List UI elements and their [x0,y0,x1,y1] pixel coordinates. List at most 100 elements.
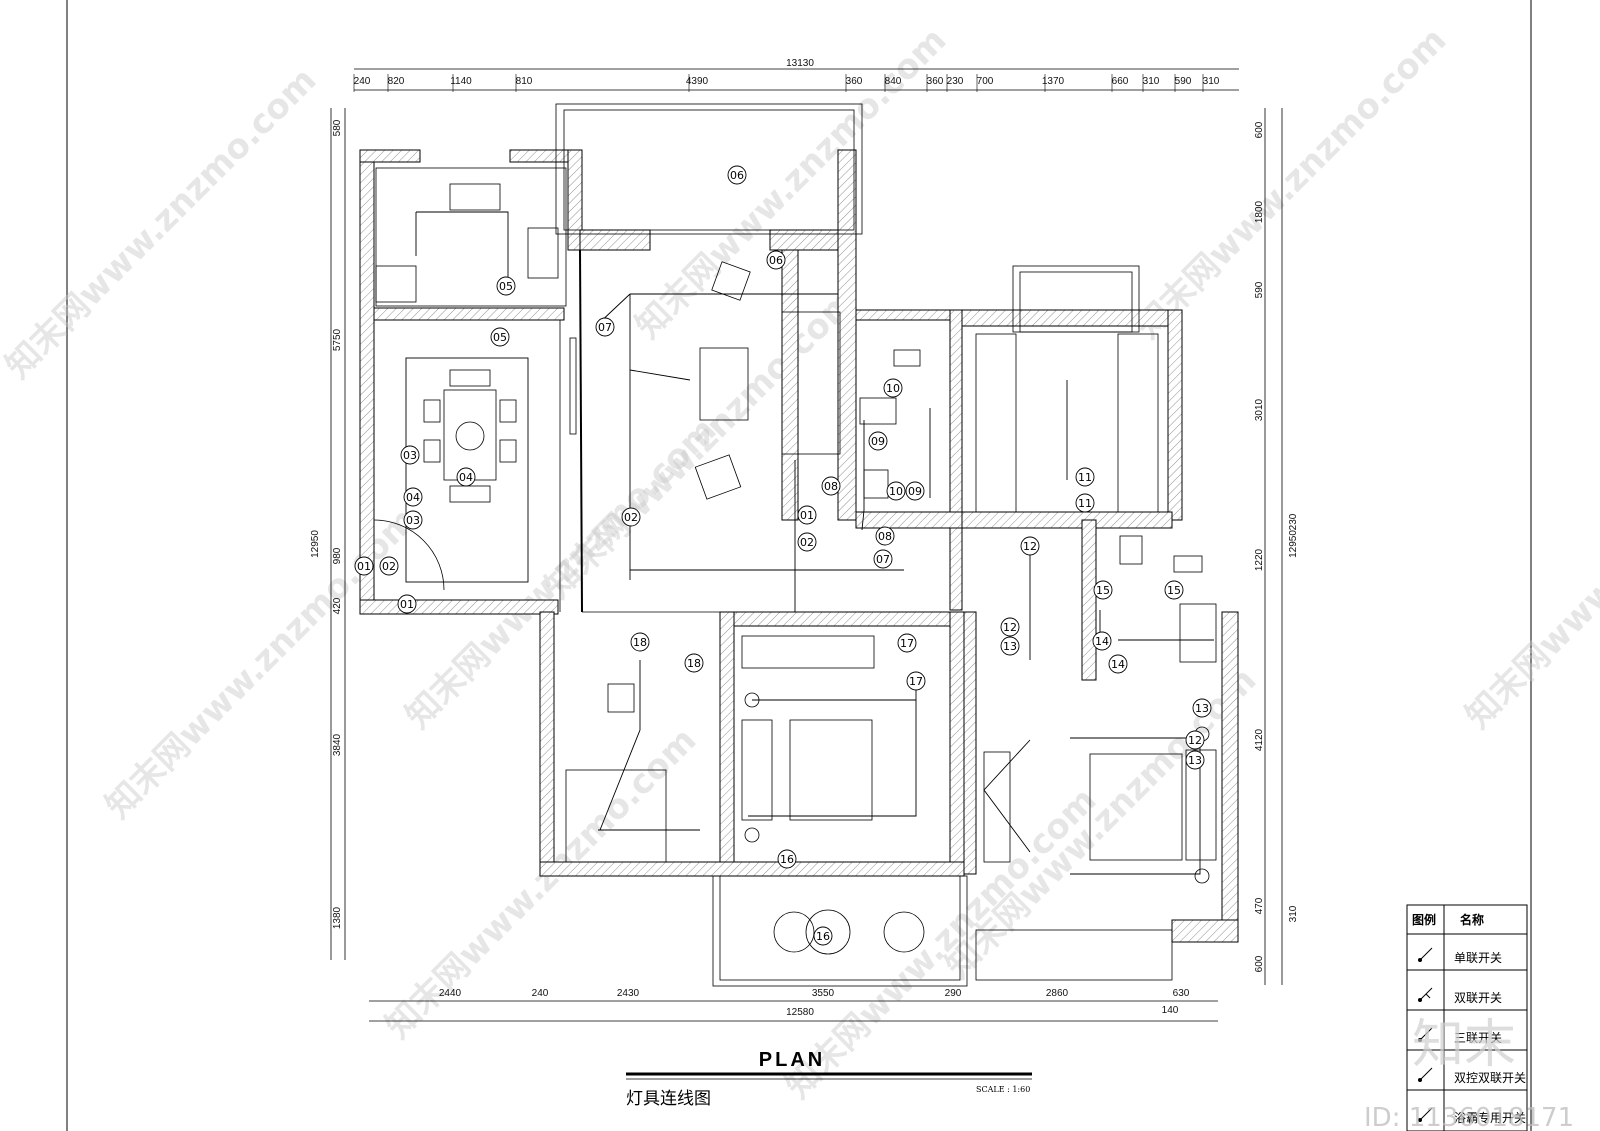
fixture-label-circle [595,317,615,337]
fixture-label-circle [868,431,888,451]
fixture-label-circle [397,594,417,614]
dimension-top-segment: 4390 [686,76,709,87]
fixture-label: 02 [624,511,638,524]
fixture-label-circle [1185,750,1205,770]
fixture-label: 13 [1003,640,1017,653]
fixture-label: 12 [1003,621,1017,634]
dimension-bottom-segment: 3550 [812,988,835,999]
dimension-left-segment: 1380 [332,906,343,929]
dimension-top-segment: 310 [1203,76,1220,87]
fixture-label: 11 [1078,497,1092,510]
fixture-label: 11 [1078,471,1092,484]
fixture-label: 02 [800,536,814,549]
dimension-bottom-extra: 140 [1162,1005,1179,1016]
furniture [373,167,1217,955]
watermark-text: 知末网www.znzmo.com [98,500,424,826]
dimension-top-segment: 1370 [1042,76,1065,87]
fixture-label: 06 [730,169,744,182]
fixture-label: 05 [499,280,513,293]
dimension-left-segment: 5750 [332,328,343,351]
fixture-label-circle [905,481,925,501]
fixture-label-circle [1000,617,1020,637]
dimension-left-segment: 420 [332,597,343,614]
legend-header-symbol: 图例 [1412,912,1436,927]
dimension-left-segment: 580 [332,119,343,136]
fixture-label: 16 [780,853,794,866]
dimension-right-segment: 4120 [1254,728,1265,751]
dimension-right-segment: 310 [1288,905,1299,922]
dimension-right-total: 12950 [1288,530,1299,558]
dimension-bottom-segment: 2860 [1046,988,1069,999]
fixture-label: 10 [889,485,903,498]
fixture-label-circle [379,556,399,576]
dimension-right-segment: 1800 [1254,200,1265,223]
dimension-top-segment: 360 [846,76,863,87]
fixture-label-circle [1075,493,1095,513]
dimension-bottom-total: 12580 [786,1007,814,1018]
fixture-label-circle [403,487,423,507]
fixture-label-circle [813,926,833,946]
dimension-right-segment: 1220 [1254,548,1265,571]
dimension-left-total: 12950 [310,530,321,558]
legend-row-name: 三联开关 [1454,1031,1502,1045]
fixture-label-circle [883,378,903,398]
fixture-label: 10 [886,382,900,395]
dimension-top-segment: 810 [516,76,533,87]
fixture-label-circle [496,276,516,296]
drawing-scale: SCALE : 1:60 [976,1085,1030,1094]
watermark-text: 知末网www.znzmo.com [0,60,324,386]
dimension-top-total: 13130 [786,58,814,69]
fixture-label: 14 [1095,635,1109,648]
fixture-label-circle [727,165,747,185]
dimension-bottom-segment: 2430 [617,988,640,999]
dimension-top-segment: 310 [1143,76,1160,87]
fixture-label: 04 [459,471,473,484]
dimension-top-segment: 700 [977,76,994,87]
watermark-layer: 知末网www.znzmo.com 知末网www.znzmo.com 知末网www… [0,20,1600,1106]
dimension-top-segment: 240 [354,76,371,87]
dimension-left-segment: 980 [332,547,343,564]
fixture-label: 15 [1096,584,1110,597]
fixture-label-circle [684,653,704,673]
legend-header-name: 名称 [1460,912,1484,927]
drawing-id: ID: 1136018171 [1364,1103,1574,1131]
legend-row-name: 浴霸专用开关 [1454,1110,1526,1125]
legend-row-name: 单联开关 [1454,951,1502,965]
fixture-label: 09 [871,435,885,448]
fixture-label: 12 [1188,734,1202,747]
fixture-label: 08 [824,480,838,493]
fixture-label-circle [777,849,797,869]
fixture-label-circle [897,633,917,653]
watermark-text: 知末网www.znzmo.com [1458,410,1600,736]
fixture-label: 03 [406,514,420,527]
dimension-top-segment: 230 [947,76,964,87]
fixture-label: 02 [382,560,396,573]
dimension-top-segment: 660 [1112,76,1129,87]
fixture-label: 12 [1023,540,1037,553]
drawing-title-en: PLAN [759,1049,825,1071]
dimension-right-segment: 600 [1254,121,1265,138]
fixture-label: 07 [598,321,612,334]
dimension-right-segment: 590 [1254,281,1265,298]
fixture-label: 01 [400,598,414,611]
fixture-label-circle [1093,580,1113,600]
dimension-top-segment: 590 [1175,76,1192,87]
fixture-label: 18 [633,636,647,649]
fixture-label: 17 [900,637,914,650]
fixture-label: 13 [1188,754,1202,767]
dimension-top-segment: 1140 [450,76,472,87]
fixture-label-circle [821,476,841,496]
fixture-label: 17 [909,675,923,688]
fixture-label: 13 [1195,702,1209,715]
fixture-label-circle [875,526,895,546]
fixture-label: 06 [769,254,783,267]
switch-symbol-icon [1418,947,1433,1122]
fixture-label-circle [621,507,641,527]
brand-mark: 知末 [1412,1015,1516,1075]
fixture-label-circle [1000,636,1020,656]
dimension-right-segment: 3010 [1254,398,1265,421]
